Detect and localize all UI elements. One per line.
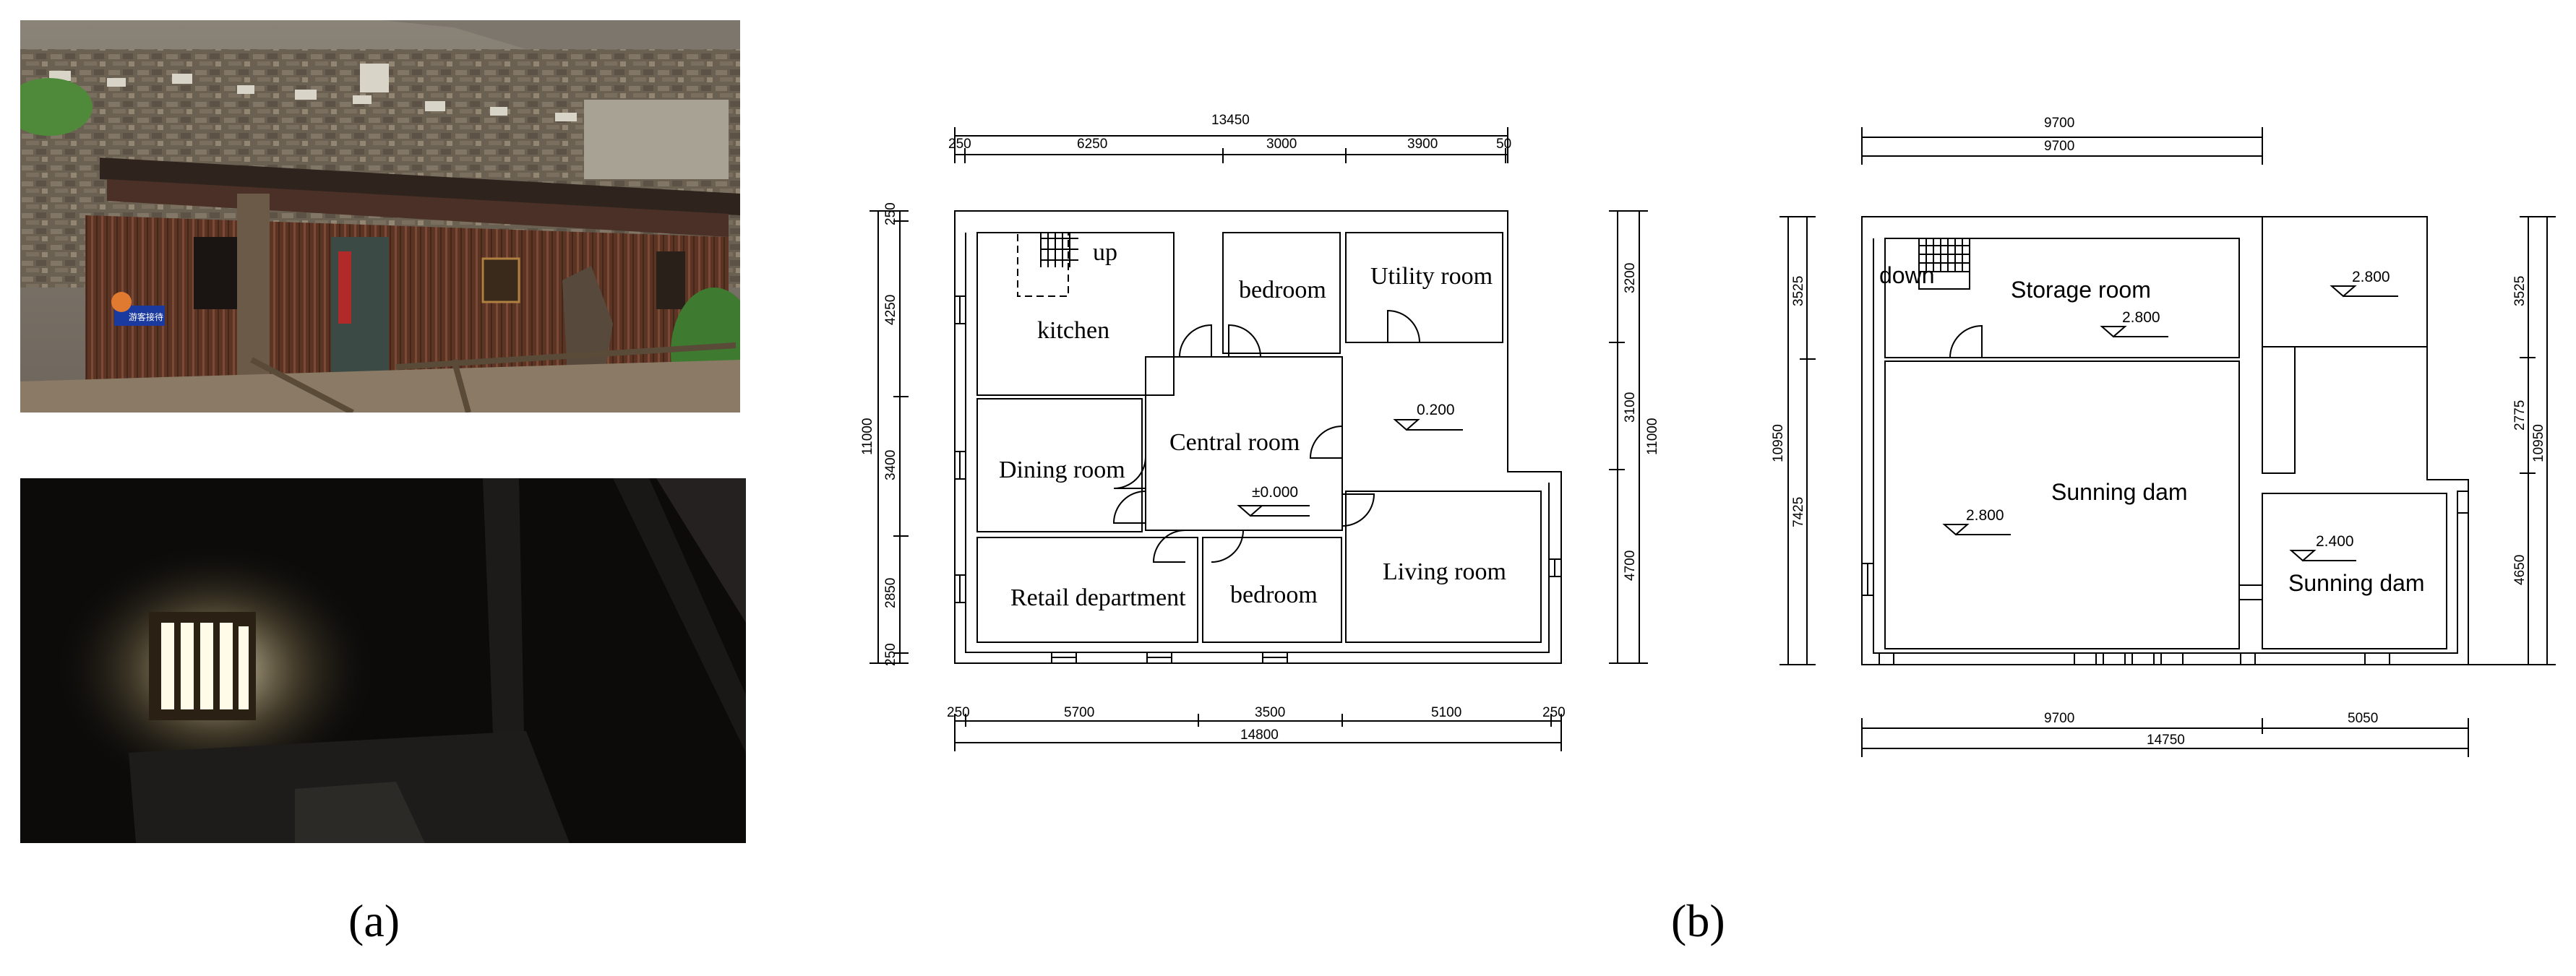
dim-bottom-total: 14800 bbox=[1240, 727, 1279, 743]
label-retail-department: Retail department bbox=[1010, 584, 1186, 611]
dim-right-2: 4700 bbox=[1623, 550, 1638, 581]
exterior-photo: 游客接待 bbox=[6, 20, 757, 418]
ground-floor-plan bbox=[870, 127, 1648, 751]
dim-right-upper-0: 3525 bbox=[2512, 276, 2528, 306]
ground-plan-labels: kitchen up bedroom Utility room Dining r… bbox=[860, 113, 1660, 743]
label-storage-room: Storage room bbox=[2011, 277, 2151, 303]
label-bedroom-bottom: bedroom bbox=[1230, 582, 1318, 608]
dim-right-upper-1: 2775 bbox=[2512, 400, 2528, 431]
dim-top-0: 250 bbox=[948, 137, 971, 152]
label-sunning-dam-small: Sunning dam bbox=[2288, 570, 2425, 596]
dim-left-upper-total: 10950 bbox=[1771, 424, 1786, 462]
dim-left-upper-0: 3525 bbox=[1791, 276, 1806, 306]
dim-right-1: 3100 bbox=[1623, 392, 1638, 423]
level-courtyard: 0.200 bbox=[1417, 402, 1455, 418]
dim-left-4: 250 bbox=[883, 643, 898, 666]
level-storage: 2.800 bbox=[2122, 309, 2160, 326]
dim-bottom-3: 5100 bbox=[1431, 705, 1461, 720]
dim-bottom-upper-total: 14750 bbox=[2147, 733, 2185, 748]
dim-left-0: 250 bbox=[883, 202, 898, 225]
upper-floor-plan bbox=[1779, 127, 2556, 757]
dim-right-upper-2: 4650 bbox=[2512, 555, 2528, 585]
label-kitchen: kitchen bbox=[1037, 317, 1109, 344]
dim-right-total: 11000 bbox=[1645, 418, 1660, 455]
dim-top-2: 3000 bbox=[1266, 137, 1297, 152]
label-down: down bbox=[1879, 262, 1935, 288]
dim-left-total: 11000 bbox=[860, 418, 875, 455]
dim-bottom-0: 250 bbox=[947, 705, 970, 720]
label-living-room: Living room bbox=[1383, 558, 1506, 585]
dim-bottom-upper-0: 9700 bbox=[2044, 711, 2074, 726]
label-central-room: Central room bbox=[1169, 429, 1300, 456]
caption-a: (a) bbox=[348, 895, 400, 946]
level-top-right: 2.800 bbox=[2352, 269, 2390, 285]
level-small: 2.400 bbox=[2316, 533, 2354, 550]
label-up: up bbox=[1093, 239, 1117, 266]
upper-plan-labels: down Storage room Sunning dam Sunning da… bbox=[1771, 116, 2546, 748]
dim-top-4: 50 bbox=[1496, 137, 1511, 152]
caption-b: (b) bbox=[1671, 895, 1725, 946]
dim-left-3: 2850 bbox=[883, 578, 898, 608]
dim-left-1: 4250 bbox=[883, 295, 898, 325]
level-large: 2.800 bbox=[1966, 507, 2004, 524]
dim-bottom-upper-1: 5050 bbox=[2348, 711, 2378, 726]
dim-top-upper-segment: 9700 bbox=[2044, 116, 2074, 131]
dim-top-total: 13450 bbox=[1211, 113, 1250, 128]
dim-bottom-4: 250 bbox=[1542, 705, 1566, 720]
label-utility-room: Utility room bbox=[1370, 263, 1493, 290]
dim-left-2: 3400 bbox=[883, 450, 898, 480]
interior-photo bbox=[20, 478, 746, 843]
dim-right-0: 3200 bbox=[1623, 263, 1638, 293]
label-dining-room: Dining room bbox=[999, 457, 1125, 483]
dim-left-upper-1: 7425 bbox=[1791, 497, 1806, 527]
label-sunning-dam-large: Sunning dam bbox=[2051, 479, 2188, 505]
dim-top-upper-total: 9700 bbox=[2044, 139, 2074, 154]
dim-bottom-2: 3500 bbox=[1255, 705, 1285, 720]
dim-right-upper-total: 10950 bbox=[2531, 424, 2546, 462]
dim-top-3: 3900 bbox=[1407, 137, 1438, 152]
label-bedroom-top: bedroom bbox=[1239, 277, 1326, 303]
dim-top-1: 6250 bbox=[1077, 137, 1107, 152]
sign-text: 游客接待 bbox=[129, 311, 163, 322]
dim-bottom-1: 5700 bbox=[1064, 705, 1094, 720]
level-central: ±0.000 bbox=[1252, 484, 1298, 501]
